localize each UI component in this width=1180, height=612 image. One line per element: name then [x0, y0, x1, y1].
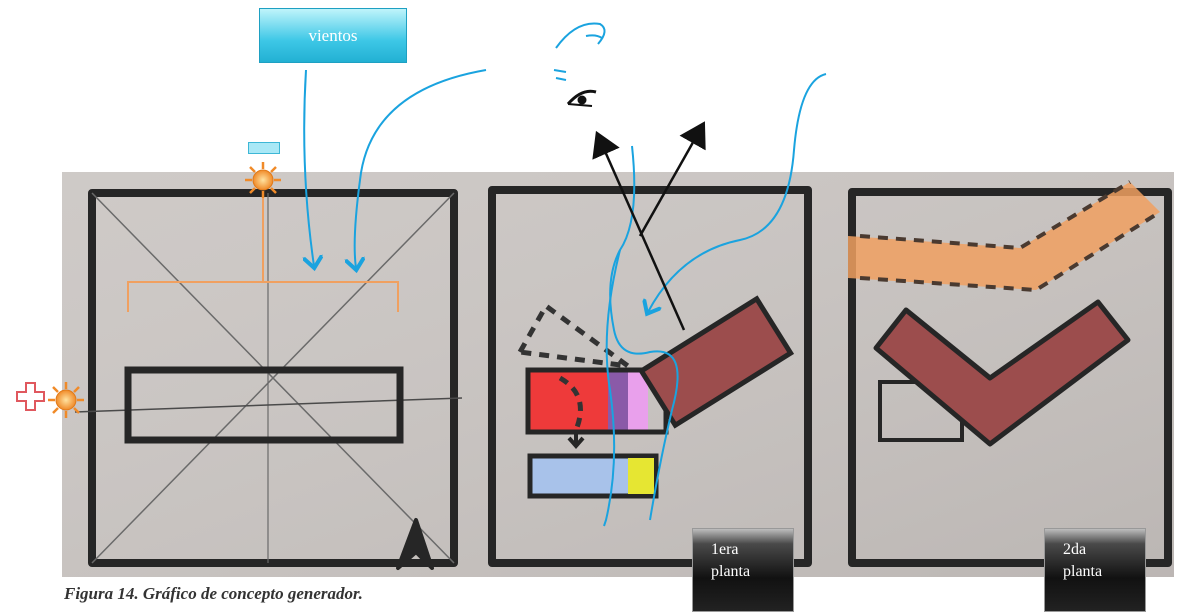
winds-label-box: vientos — [259, 8, 407, 63]
first-floor-label: 1era planta — [692, 528, 794, 612]
north-arrow — [396, 518, 434, 570]
dashed-triangle — [515, 302, 630, 369]
sun-icon — [48, 382, 84, 418]
eye-icon — [566, 89, 597, 107]
maroon-chevron — [873, 299, 1131, 447]
second-floor-label: 2da planta — [1044, 528, 1146, 612]
view-arrows — [592, 121, 706, 331]
wind-arrow — [304, 69, 314, 266]
dashed-band-line — [859, 210, 1162, 293]
wind-lines — [304, 22, 827, 527]
down-arrow — [567, 432, 585, 450]
figure-caption: Figura 14. Gráfico de concepto generador… — [64, 584, 363, 603]
panel-2-frame — [488, 186, 812, 567]
wind-curve — [609, 145, 679, 521]
winds-label: vientos — [308, 26, 358, 45]
floor-label-line1: 2da — [1063, 541, 1087, 558]
floor-label-line2: planta — [1063, 563, 1103, 580]
sun-icon — [245, 162, 281, 198]
panel-3 — [848, 180, 1172, 567]
yellow-strip — [628, 458, 654, 494]
panel-1 — [74, 189, 463, 570]
pink-strip — [628, 372, 648, 430]
maroon-block — [637, 295, 795, 429]
panel-1-frame — [88, 189, 458, 567]
plus-icon — [16, 382, 45, 411]
floor-label-line2: planta — [711, 563, 751, 580]
building-block — [124, 366, 404, 444]
face-icon — [555, 22, 606, 49]
panel-1-diagonal — [91, 192, 455, 564]
face-icon — [553, 69, 567, 81]
red-block — [525, 367, 615, 435]
orange-band — [848, 182, 1160, 290]
floor-label-line1: 1era — [711, 541, 739, 558]
wind-arrow — [355, 69, 487, 268]
panel-2 — [488, 186, 812, 567]
dashed-arc — [558, 375, 583, 431]
minus-icon — [248, 142, 280, 154]
wind-arrow — [648, 73, 827, 312]
panel-3-frame — [848, 188, 1172, 567]
view-arrow — [638, 121, 706, 237]
sun-bracket — [127, 192, 399, 312]
wind-curve — [603, 249, 621, 527]
